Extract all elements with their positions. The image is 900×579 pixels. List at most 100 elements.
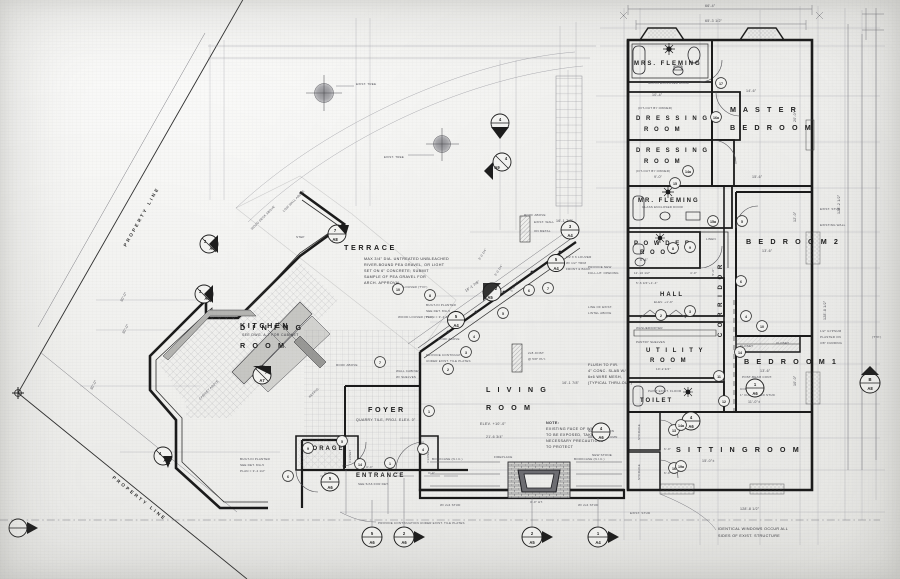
door-tag[interactable]: 14 xyxy=(354,458,366,470)
door-tag[interactable]: 1 xyxy=(423,405,435,417)
door-tag[interactable]: 8 xyxy=(667,242,679,254)
door-tag[interactable]: 6 xyxy=(735,275,747,287)
door-tag[interactable]: 4 xyxy=(417,443,429,455)
door-tag[interactable]: 3 xyxy=(684,305,696,317)
marker-3-a5-dining[interactable]: 3 A5 xyxy=(194,284,214,304)
marker-4-a9-a[interactable]: 4 A9 xyxy=(490,113,510,139)
toilet-label: TOILET xyxy=(640,398,673,404)
marker-3-a4-num: 3 xyxy=(569,224,572,229)
door-tag[interactable]: 4 xyxy=(468,330,480,342)
door-tag[interactable]: 19a xyxy=(675,460,687,472)
door-tag[interactable]: 10 xyxy=(756,320,768,332)
door-tag[interactable]: 2 xyxy=(442,363,454,375)
marker-5-a6-bottom[interactable]: 5 A6 xyxy=(361,500,383,548)
door-tag[interactable]: 6 xyxy=(282,470,294,482)
door-tag[interactable]: 14a xyxy=(675,419,687,431)
door-tag[interactable]: 17 xyxy=(715,77,727,89)
door-tag[interactable]: 8 xyxy=(424,289,436,301)
marker-5-a6-entrance[interactable]: 5 A6 xyxy=(320,472,340,492)
floor-note-l2: 4" CONC. SLAB W/ xyxy=(588,369,626,373)
hall-dim-c: 5'-6 3/4"+1'-4" xyxy=(636,281,658,285)
door-tag-label: 2 xyxy=(660,314,662,318)
marker-b-a8[interactable]: B A8 xyxy=(859,366,881,394)
door-tag[interactable]: 4 xyxy=(740,310,752,322)
door-tag[interactable]: 10 xyxy=(392,283,404,295)
door-tag[interactable]: 15a xyxy=(707,215,719,227)
door-tag[interactable]: 1 xyxy=(384,457,396,469)
door-tag[interactable] xyxy=(640,233,651,244)
door-tag-label: 9 xyxy=(307,447,309,451)
door-tag[interactable] xyxy=(709,218,720,229)
closet-entrance-label: CLOSET xyxy=(426,449,430,462)
marker-3-a5-upper[interactable]: 3 A5 xyxy=(199,234,219,254)
door-tag[interactable]: 12 xyxy=(718,395,730,407)
built-in-note-a: BUILT-IN PLANTER xyxy=(240,457,271,461)
marker-4-a4-left[interactable] xyxy=(27,296,45,314)
diag-note-c: 5'-0 1/4" xyxy=(509,280,519,293)
identical-windows-note-l1: IDENTICAL WINDOWS OCCUR ALL xyxy=(718,527,788,531)
marker-1-a6-bed1[interactable]: 1 A6 xyxy=(745,378,765,398)
marker-2-a5-bottom[interactable]: 2 A5 xyxy=(521,498,553,548)
dining-room-label-a: D I N I N G xyxy=(240,323,304,332)
bookcase-note-b: BOOKCASE (N.I.C.) xyxy=(574,457,605,461)
door-tag[interactable]: 9 xyxy=(302,442,314,454)
mrs-fleming-bath: MRS. FLEMING GLASS ENCLOSED DOOR xyxy=(627,39,723,85)
fireplace-dim: 3'-0" HT. xyxy=(530,500,543,504)
door-tag[interactable]: 5 xyxy=(497,307,509,319)
door-tag-label: 1 xyxy=(428,410,430,414)
marker-3-a5-u-sheet: A5 xyxy=(209,246,215,251)
door-tag[interactable]: 14 xyxy=(734,346,746,358)
hall-dim-b: 4'-0" xyxy=(690,271,697,275)
marker-7-a7[interactable]: 7 A7 xyxy=(252,365,272,385)
door-tag[interactable]: 15 xyxy=(669,177,681,189)
door-tag[interactable]: 2 xyxy=(655,309,667,321)
marker-3-a4-right[interactable]: 3 A4 xyxy=(560,220,580,240)
door-tag-label: 19a xyxy=(678,465,685,469)
plaster-note-l1: 1/2" GYPSUM xyxy=(820,329,842,333)
marker-7-a8[interactable]: 7 A8 xyxy=(327,224,349,244)
door-tag[interactable]: 9 xyxy=(684,241,696,253)
door-tag[interactable]: 5 xyxy=(336,435,348,447)
door-tag[interactable]: 3 xyxy=(460,346,472,358)
marker-2-a5-diag[interactable]: 2 A5 xyxy=(482,282,502,302)
marker-b-a8-num: B xyxy=(868,377,871,382)
door-tag-label: 6 xyxy=(528,289,530,293)
door-tag[interactable]: 7 xyxy=(542,282,554,294)
marker-5-a4-a[interactable]: 5 A4 xyxy=(547,254,566,272)
marker-4-a6-living[interactable]: 4 A6 xyxy=(591,422,611,442)
floor-note-l3: 6x6 WIRE MESH, xyxy=(588,375,622,379)
door-tag[interactable]: 14a xyxy=(682,165,694,177)
marker-2-a6-b-sheet: A6 xyxy=(401,540,407,545)
door-tag-label: 9 xyxy=(689,246,691,250)
corridor-dim: 5'-0" xyxy=(711,269,715,276)
wall-note-left: W/ 2x4 STUD xyxy=(440,503,461,507)
door-tag[interactable]: 16a xyxy=(710,111,722,123)
marker-5-a4-b[interactable]: 5 A4 xyxy=(447,311,466,329)
utility-room-label-b: R O O M xyxy=(650,358,688,364)
door-tag-label: 4 xyxy=(422,448,424,452)
door-tag[interactable]: 5 xyxy=(736,215,748,227)
marker-1-a4-bottom[interactable]: 1 A4 xyxy=(587,498,619,548)
terrace-note-l4: SAMPLE OF PEA GRAVEL FOR xyxy=(364,275,426,279)
dim-prop-b: 30'-0" xyxy=(89,379,98,390)
marker-4-a9-b-sheet: A9 xyxy=(494,165,500,170)
marker-2-a6-bottom[interactable]: 2 A6 xyxy=(393,478,425,548)
bedroom-2-dim: 13'-6" xyxy=(762,249,773,253)
wall-note-right: W/ 2x4 STUD xyxy=(578,503,599,507)
door-tag[interactable]: 6 xyxy=(523,284,535,296)
marker-4-a4-kitchen[interactable]: 4 A4 xyxy=(153,446,173,468)
dressing-2-dim: 9'-0" xyxy=(654,175,663,179)
diag-note-b: 5'-0 1/4" xyxy=(493,264,503,277)
door-tag[interactable]: 7 xyxy=(374,356,386,368)
direction-marker-left[interactable] xyxy=(8,518,38,538)
living-wall-note-l4: NECESSARY PRECAUTIONS xyxy=(546,439,604,443)
hall-elev: ELEV. +1'-9" xyxy=(654,300,673,304)
bedroom-closets: CLOSET CLOSET xyxy=(735,335,801,353)
ceiling-fixture-icon-3 xyxy=(655,233,665,243)
marker-4-a9-b[interactable]: 4 A9 xyxy=(484,152,512,180)
living-wall-note-l5: TO PROTECT xyxy=(546,445,574,449)
door-tag[interactable]: 11 xyxy=(713,370,725,382)
marker-5-a4-a-sheet: A4 xyxy=(553,266,559,271)
door-tag-label: 7 xyxy=(379,361,381,365)
